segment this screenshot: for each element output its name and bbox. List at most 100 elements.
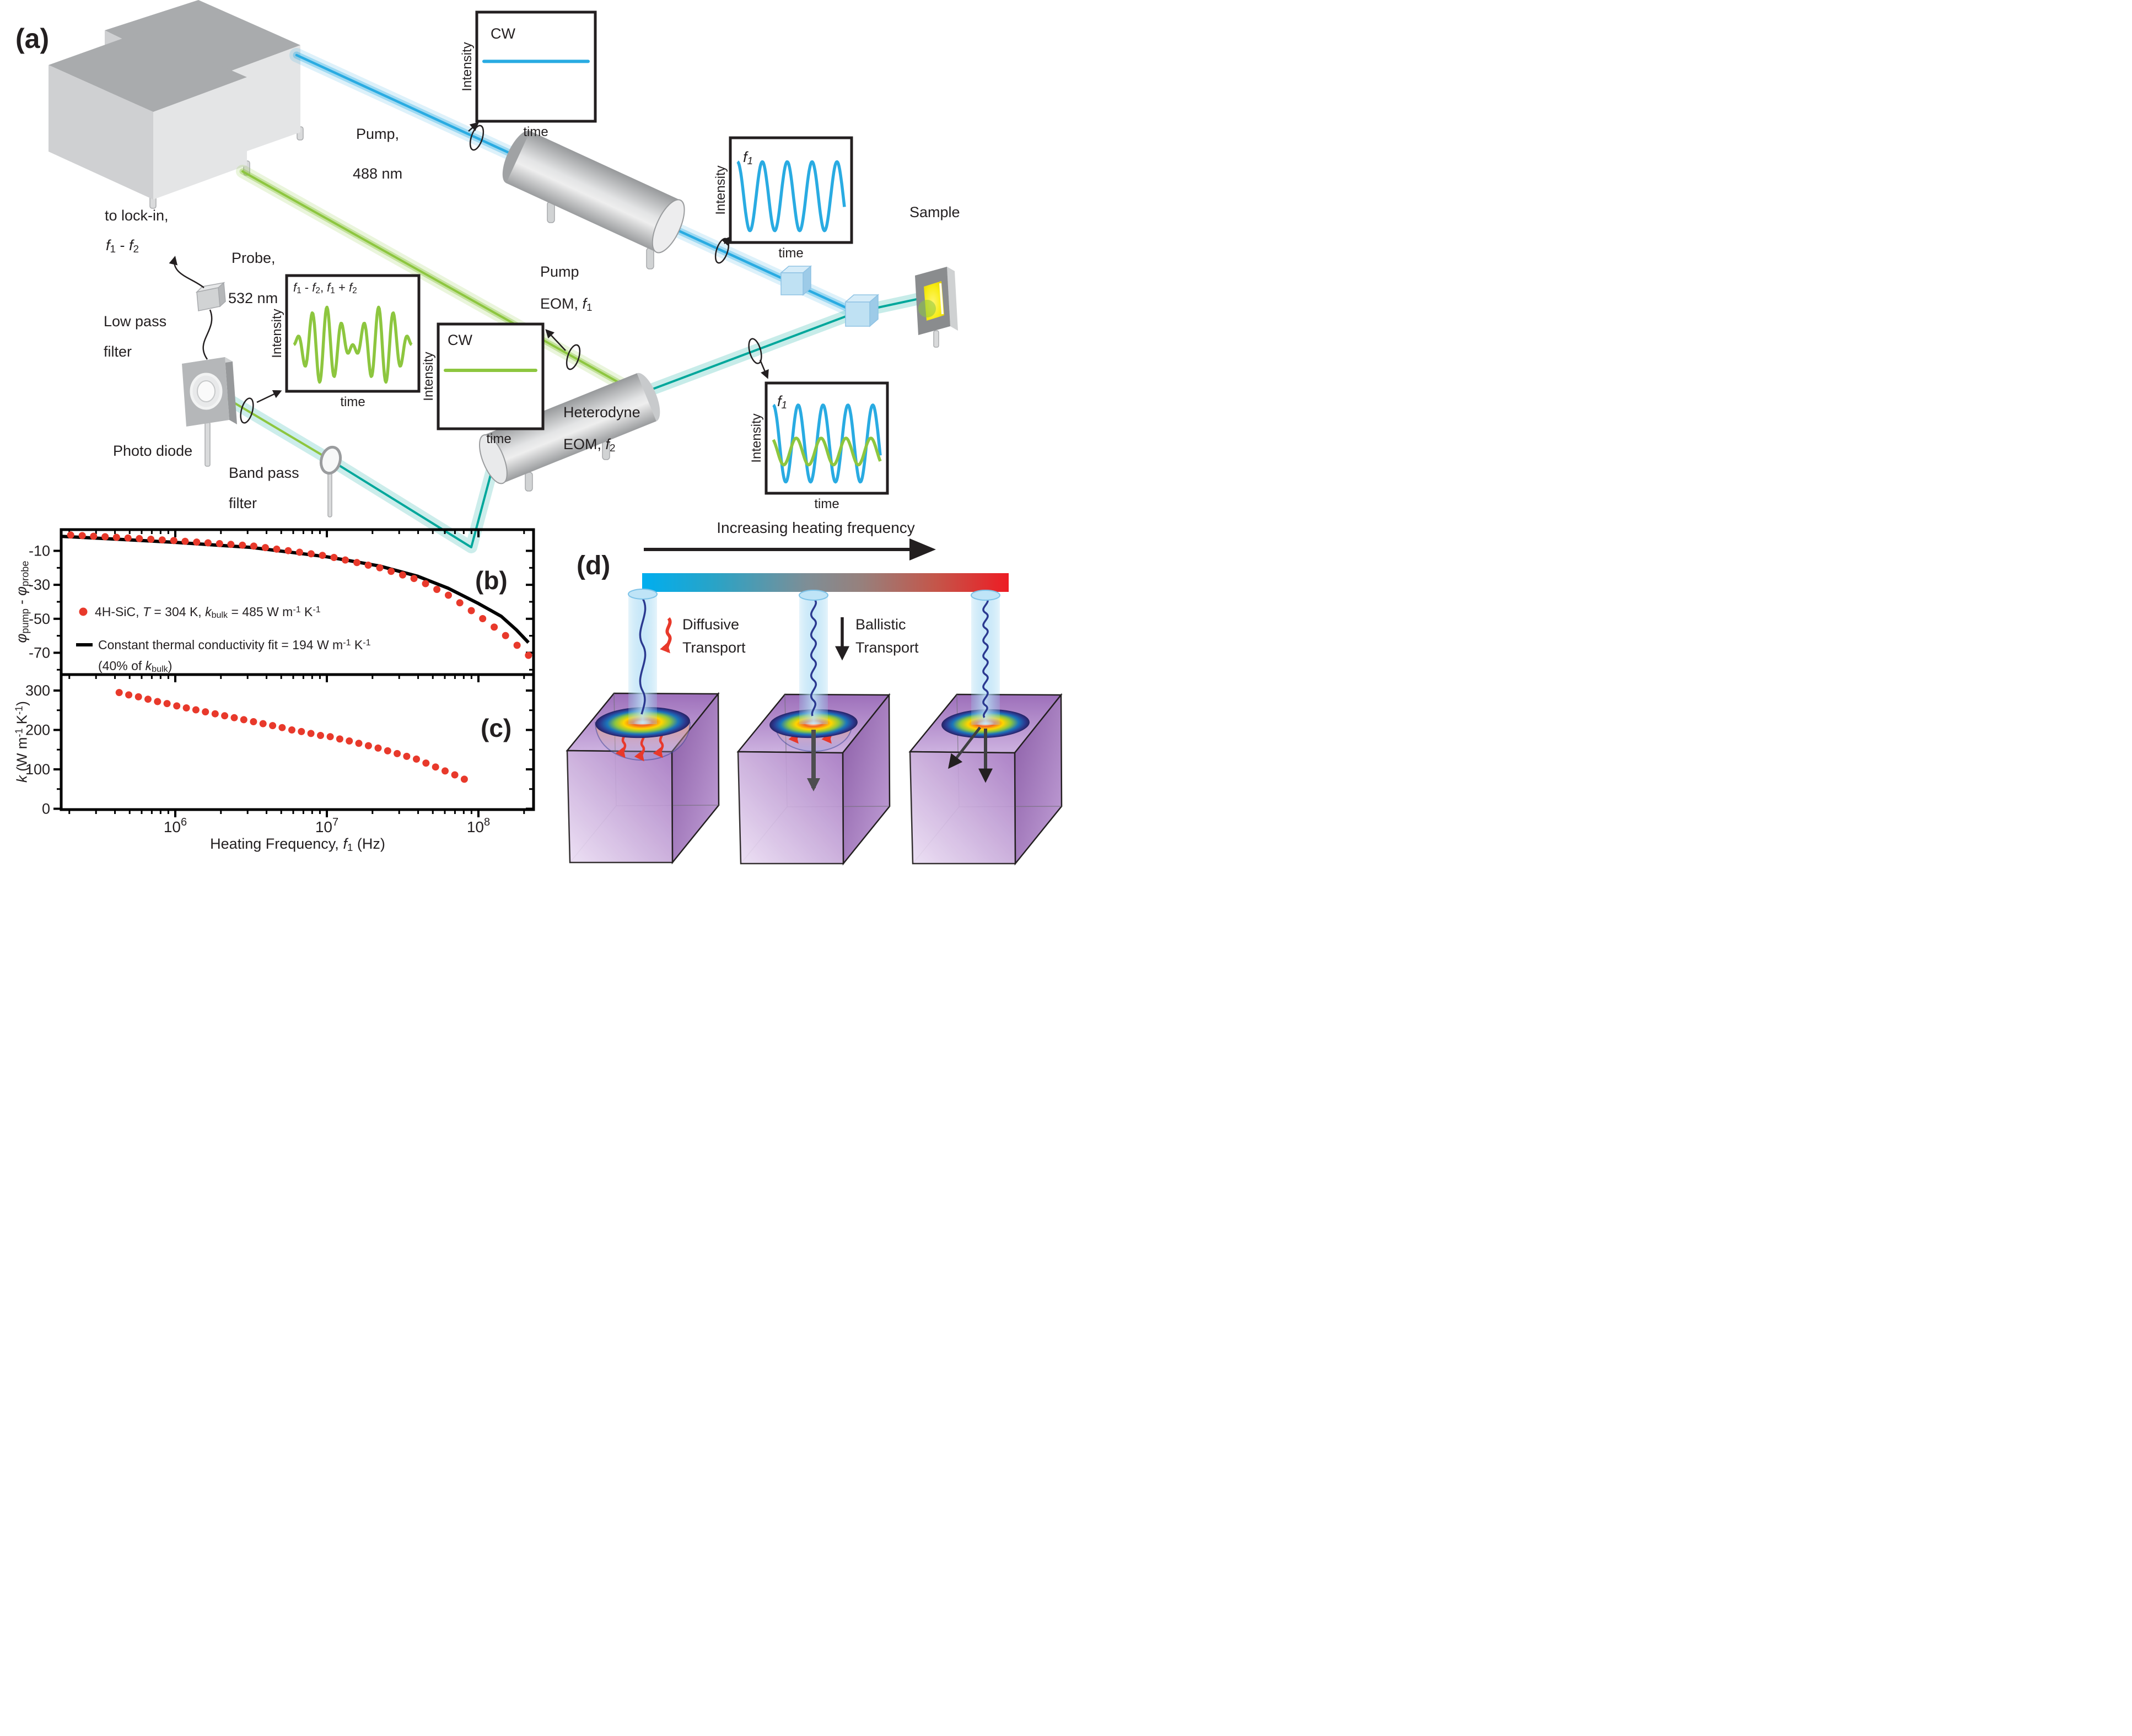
svg-text:106: 106 <box>164 816 187 835</box>
probe-laser-icon <box>49 31 250 209</box>
callout-arrow-pump-f1 <box>722 236 731 246</box>
polarization-ellipse-het <box>748 338 762 364</box>
panel-b-ylabel: φpump - φprobe <box>13 560 31 643</box>
diffusive-label-line2: Transport <box>682 639 746 656</box>
probe-label-line1: Probe, <box>231 250 276 266</box>
inset-cw-pump-title: CW <box>491 25 515 42</box>
wire-lowpass-to-lockin <box>169 256 204 288</box>
panel-c-ylabel: k (W m-1 K-1) <box>13 701 30 783</box>
svg-text:-50: -50 <box>29 611 50 627</box>
inset-beat-ylabel: Intensity <box>270 309 284 358</box>
svg-text:107: 107 <box>315 816 338 835</box>
legend-dot-marker <box>79 607 88 616</box>
figure-graphics: 106 107 108 -10 -30 -50 -70 0 100 200 300 <box>25 0 1063 866</box>
low-pass-label-line1: Low pass <box>104 313 167 330</box>
panel-d-title: Increasing heating frequency <box>717 519 915 536</box>
inset-cw-probe-title: CW <box>448 332 472 348</box>
panel-b-label: (b) <box>475 566 508 595</box>
panel-c-data-points <box>115 689 468 783</box>
wire-photodiode-to-lowpass <box>202 309 213 360</box>
frequency-colorbar <box>642 573 1009 592</box>
svg-text:-10: -10 <box>29 543 50 559</box>
sample-icon <box>915 267 958 348</box>
beamsplitter-cube-1 <box>779 265 812 296</box>
sample-cube-quasiballistic <box>736 693 891 866</box>
x-axis-title: Heating Frequency, f1 (Hz) <box>210 835 385 854</box>
transport-scene <box>566 538 1063 866</box>
optical-setup-scene <box>49 0 958 553</box>
heating-beam-low-freq <box>628 589 658 724</box>
svg-text:-70: -70 <box>29 644 50 661</box>
callout-arrow-pump-cw <box>468 122 480 132</box>
pump-eom-label-line2: EOM, f1 <box>540 295 593 314</box>
polarization-ellipse-probe-cw <box>566 344 581 370</box>
heating-frequency-arrowhead <box>909 538 936 560</box>
y-tick-labels: -10 -30 -50 -70 0 100 200 300 <box>25 543 50 817</box>
inset-beat-title: f1 - f2, f1 + f2 <box>293 281 357 296</box>
inset-f1-pump-xlabel: time <box>778 246 804 261</box>
band-pass-filter-icon <box>319 445 342 517</box>
callout-arrow-het <box>759 359 769 379</box>
axis-ticks <box>53 530 534 817</box>
svg-text:300: 300 <box>25 682 50 699</box>
inset-cw-probe-ylabel: Intensity <box>421 352 436 401</box>
inset-cw-pump-ylabel: Intensity <box>460 42 475 91</box>
legend-entry-fit-note: (40% of kbulk) <box>98 659 173 675</box>
heterodyne-eom-label-line1: Heterodyne <box>563 404 640 420</box>
inset-cw-probe <box>437 322 545 430</box>
sample-label: Sample <box>909 204 960 220</box>
photo-diode-label: Photo diode <box>113 443 193 459</box>
heating-beam-high-freq <box>971 590 1000 725</box>
chart-bc: 106 107 108 -10 -30 -50 -70 0 100 200 300 <box>25 528 535 835</box>
inset-cw-pump <box>475 10 597 123</box>
ballistic-label-line1: Ballistic <box>855 616 906 633</box>
low-pass-filter-icon <box>195 282 226 311</box>
x-tick-labels: 106 107 108 <box>164 816 490 835</box>
diffusive-label-line1: Diffusive <box>682 616 740 633</box>
inset-het-out-xlabel: time <box>814 497 839 511</box>
panel-b-fit-line <box>61 535 530 644</box>
lockin-label-line1: to lock-in, <box>105 207 169 224</box>
diffusive-arrow <box>660 617 672 654</box>
heating-beam-mid-freq <box>799 590 828 724</box>
inset-cw-pump-xlabel: time <box>523 125 548 139</box>
figure-canvas: 106 107 108 -10 -30 -50 -70 0 100 200 300 <box>0 0 1066 868</box>
svg-text:108: 108 <box>467 816 490 835</box>
sample-cube-ballistic <box>908 693 1063 866</box>
heterodyne-eom-icon <box>479 373 660 492</box>
pump-eom-label-line1: Pump <box>540 263 579 280</box>
svg-text:-30: -30 <box>29 576 50 593</box>
panel-d-label: (d) <box>577 551 611 580</box>
panel-c-frame <box>60 673 535 811</box>
panel-c-label: (c) <box>481 714 512 742</box>
callout-arrow-beat <box>256 390 282 403</box>
panel-b-data-points <box>67 531 532 659</box>
photo-diode-icon <box>182 357 237 467</box>
ballistic-label-line2: Transport <box>855 639 919 656</box>
svg-text:100: 100 <box>25 761 50 778</box>
heterodyne-eom-label-line2: EOM, f2 <box>563 436 616 454</box>
inset-f1-pump <box>729 136 853 244</box>
pump-label-line2: 488 nm <box>353 165 403 182</box>
svg-text:0: 0 <box>42 801 50 817</box>
inset-cw-probe-xlabel: time <box>486 432 512 446</box>
lockin-label-line2: f1 - f2 <box>106 237 139 255</box>
beamsplitter-cube-2 <box>844 294 880 327</box>
svg-text:200: 200 <box>25 722 50 738</box>
band-pass-label-line2: filter <box>229 495 257 511</box>
inset-beat <box>285 274 421 393</box>
inset-f1-pump-title: f1 <box>743 149 753 167</box>
callout-arrow-probe-cw <box>545 329 566 351</box>
polarization-ellipse-beat <box>240 397 254 424</box>
legend-entry-fit: Constant thermal conductivity fit = 194 … <box>98 637 371 652</box>
inset-het-out-ylabel: Intensity <box>749 413 764 463</box>
probe-label-line2: 532 nm <box>228 290 278 306</box>
pump-eom-icon <box>502 131 685 269</box>
legend-entry-data: 4H-SiC, T = 304 K, kbulk = 485 W m-1 K-1 <box>95 604 321 621</box>
probe-beam <box>236 165 646 401</box>
polarization-ellipse-pump-cw <box>469 125 484 151</box>
inset-het-out <box>764 381 889 495</box>
pump-label-line1: Pump, <box>356 126 400 142</box>
panel-a-label: (a) <box>15 23 50 54</box>
low-pass-label-line2: filter <box>104 343 132 360</box>
